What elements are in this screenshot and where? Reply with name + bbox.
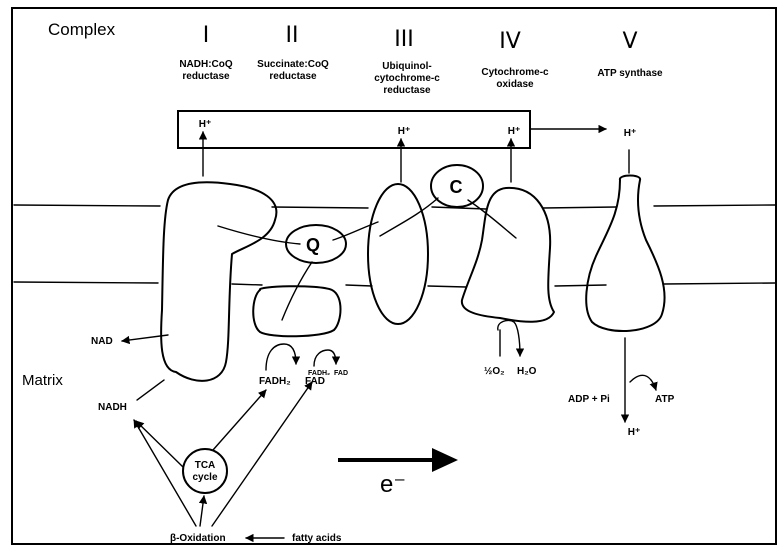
tca-to-fadh2-arrow [213, 390, 266, 450]
electron-path-3-to-c [380, 198, 438, 236]
complex-1-name-line2: reductase [182, 71, 230, 82]
tca-label-line2: cycle [192, 472, 217, 483]
complex-2-shape [253, 286, 340, 336]
adp-pi-label: ADP + Pi [568, 394, 610, 405]
electron-label: e⁻ [380, 471, 406, 498]
complex-5-numeral: V [622, 29, 637, 54]
membrane-inner-line [14, 282, 775, 287]
complex-3-name-line2: cytochrome-c [374, 73, 440, 84]
adp-to-atp-arrow [630, 375, 656, 390]
complex-4-name-line1: Cytochrome-c [481, 67, 549, 78]
h2o-label: H₂O [517, 366, 537, 377]
electron-direction-arrowhead [432, 448, 458, 472]
complex-3-numeral: III [394, 27, 413, 52]
fad-label: FAD [305, 376, 325, 387]
membrane-outer-line [14, 205, 775, 209]
intermembrane-space-box [178, 111, 530, 148]
fatty-acids-label: fatty acids [292, 533, 342, 544]
fadh2-small-arrow [314, 350, 336, 366]
atp-label: ATP [655, 394, 675, 405]
complex-3-name-line1: Ubiquinol- [382, 61, 431, 72]
beta-oxidation-label: β-Oxidation [170, 533, 226, 544]
complex-2-name-line2: reductase [269, 71, 317, 82]
nadh-label: NADH [98, 402, 127, 413]
complex-1-shape [161, 182, 276, 381]
h-plus-complex-1: H⁺ [199, 119, 212, 130]
h-plus-complex-5: H⁺ [624, 128, 637, 139]
complex-4-name-line2: oxidase [496, 79, 534, 90]
complex-header: Complex [48, 20, 116, 39]
nad-label: NAD [91, 336, 113, 347]
electron-path-c-to-4 [468, 200, 516, 238]
beta-oxidation-to-tca-arrow [200, 496, 204, 526]
nadh-line [137, 380, 164, 400]
complex-5-shape [586, 176, 664, 332]
complex-5-name: ATP synthase [597, 68, 663, 79]
complex-3-shape [368, 184, 428, 324]
h-plus-complex-4: H⁺ [508, 126, 521, 137]
beta-oxidation-to-fadh2-arrow [212, 382, 312, 526]
complex-2-numeral: II [286, 23, 299, 48]
tca-label-line1: TCA [195, 460, 216, 471]
half-o2-label: ½O₂ [484, 366, 505, 377]
fadh2-small-label: FADH₂ [308, 370, 330, 377]
fadh2-to-fad-arrow [266, 344, 296, 370]
beta-oxidation-to-nadh-arrow [134, 420, 196, 526]
h-plus-matrix: H⁺ [628, 427, 641, 438]
electron-path-2-to-q [282, 262, 312, 320]
complex-1-name-line1: NADH:CoQ [179, 59, 233, 70]
oxygen-to-water-arrow [498, 320, 520, 356]
matrix-label: Matrix [22, 372, 63, 389]
complex-1-numeral: I [203, 23, 210, 48]
complex-4-numeral: IV [499, 29, 521, 54]
complex-3-name-line3: reductase [383, 85, 431, 96]
complex-2-name-line1: Succinate:CoQ [257, 59, 329, 70]
h-plus-complex-3: H⁺ [398, 126, 411, 137]
ubiquinone-label: Q [306, 235, 320, 255]
tca-cycle-circle [183, 449, 227, 493]
cytochrome-c-label: C [450, 177, 463, 197]
fadh2-label: FADH₂ [259, 376, 291, 387]
tca-to-nadh-arrow [136, 421, 183, 467]
fad-small-label: FAD [334, 370, 348, 377]
